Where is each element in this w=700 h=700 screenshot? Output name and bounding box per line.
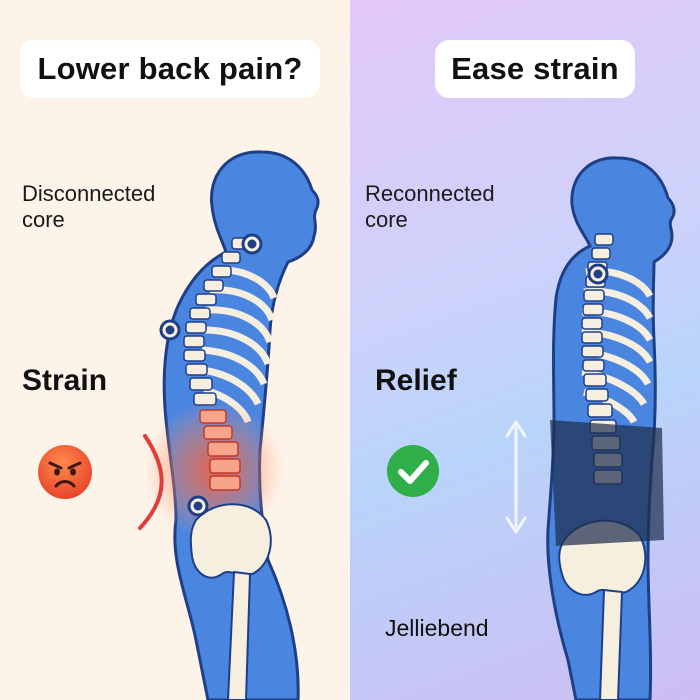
brand-name: Jelliebend <box>385 615 489 641</box>
joint-marker <box>587 263 609 285</box>
right-title: Ease strain <box>451 51 619 86</box>
left-panel: Lower back pain? Disconnected core Strai… <box>0 0 350 700</box>
femur <box>598 588 624 700</box>
right-panel: Ease strain Reconnected core Relief Jell… <box>350 0 700 700</box>
lumbar-vertebrae <box>199 409 241 491</box>
left-title-pill: Lower back pain? <box>20 40 320 98</box>
strain-arc <box>138 434 164 530</box>
joint-markers <box>159 233 263 517</box>
strain-label: Strain <box>22 364 108 397</box>
angry-face-icon <box>38 445 92 499</box>
core-brace-band <box>550 420 664 546</box>
stretch-arrow <box>505 420 527 534</box>
right-title-pill: Ease strain <box>435 40 635 98</box>
relief-label: Relief <box>375 364 457 397</box>
left-subtitle: Disconnected core <box>22 181 156 232</box>
hunched-body-illustration <box>138 150 320 700</box>
right-subtitle: Reconnected core <box>365 181 495 232</box>
left-title: Lower back pain? <box>37 51 303 86</box>
upright-body-illustration <box>505 156 676 700</box>
check-mark-icon <box>387 445 439 497</box>
femur <box>226 570 252 700</box>
